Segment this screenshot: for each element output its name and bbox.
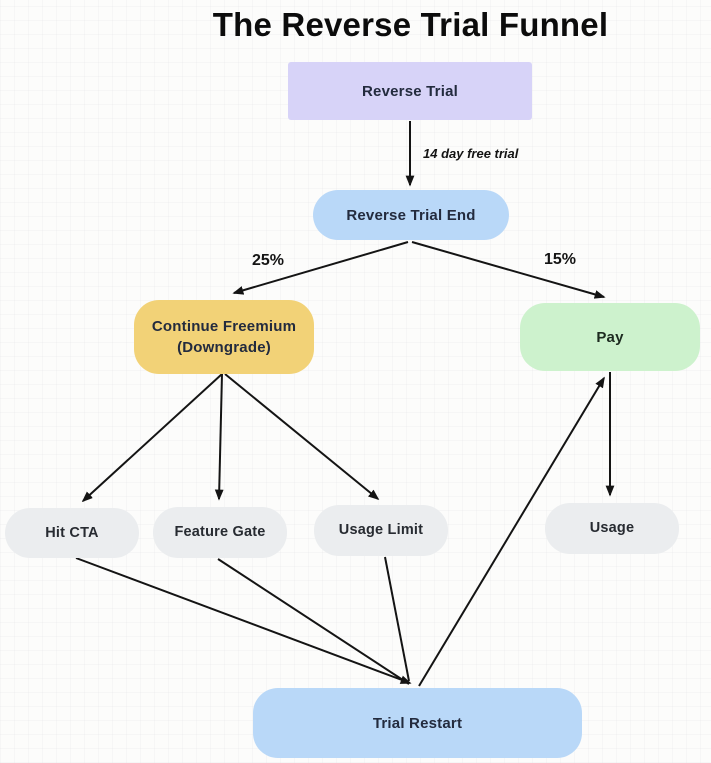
diagram-title: The Reverse Trial Funnel <box>212 6 609 43</box>
node-usage: Usage <box>545 503 679 554</box>
edge-freemium-to-hit-cta <box>81 373 223 503</box>
edge-usage-limit-to-trial-restart <box>384 556 410 682</box>
node-reverse-trial-end: Reverse Trial End <box>313 190 509 240</box>
edge-label-trial-length: 14 day free trial <box>423 146 519 161</box>
edge-trial-restart-to-pay <box>418 376 605 687</box>
edge-label-downgrade-percent: 25% <box>252 252 285 269</box>
edge-end-to-continue-freemium <box>232 241 409 295</box>
edge-label-pay-percent: 15% <box>544 251 577 268</box>
node-continue-freemium-downgrade: Continue Freemium (Downgrade) <box>134 300 314 374</box>
node-reverse-trial: Reverse Trial <box>288 62 532 120</box>
node-trial-restart: Trial Restart <box>253 688 582 758</box>
node-hit-cta: Hit CTA <box>5 508 139 558</box>
node-feature-gate: Feature Gate <box>153 507 287 558</box>
edge-hit-cta-to-trial-restart <box>75 557 412 684</box>
edge-freemium-to-feature-gate <box>214 373 224 501</box>
node-pay: Pay <box>520 303 700 371</box>
edge-feature-gate-to-trial-restart <box>217 558 410 685</box>
node-usage-limit: Usage Limit <box>314 505 448 556</box>
edge-end-to-pay <box>411 241 606 299</box>
edge-freemium-to-usage-limit <box>224 373 380 501</box>
